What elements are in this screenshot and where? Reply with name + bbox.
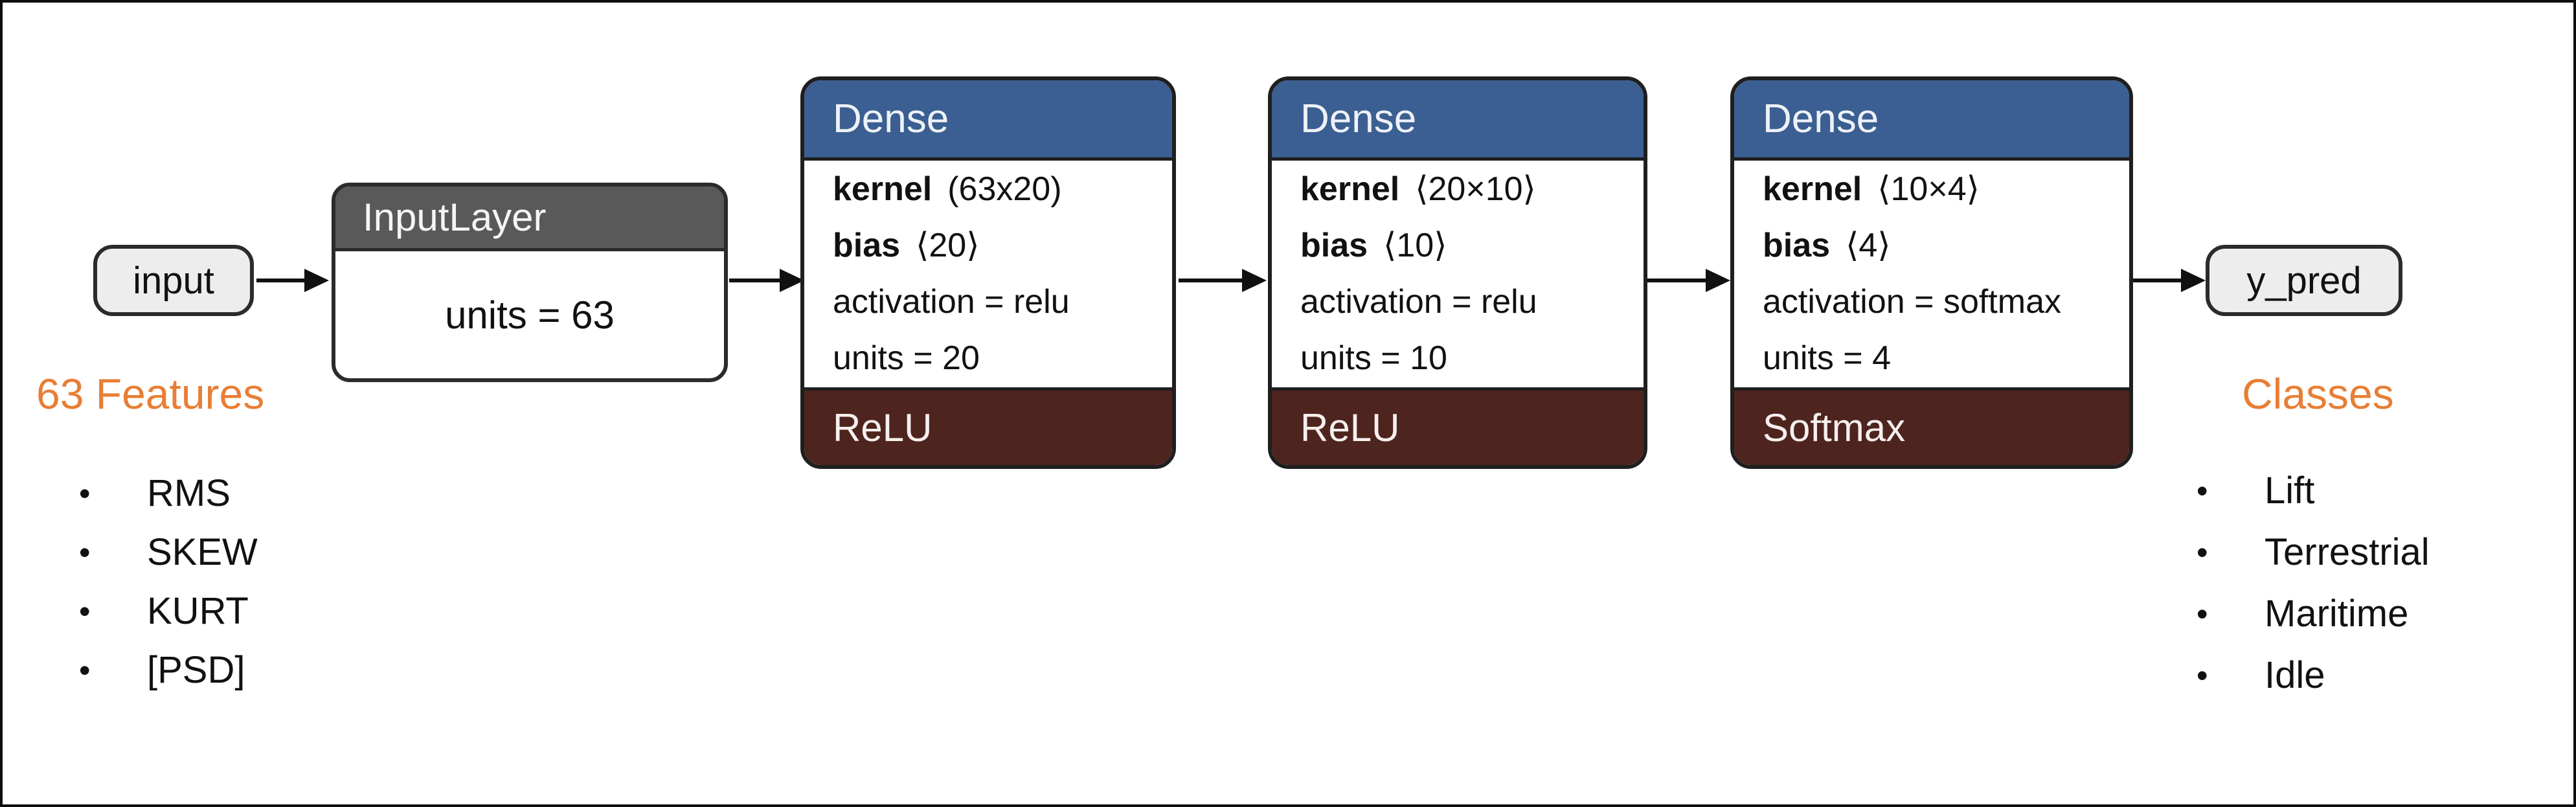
dense-layer-1-header: Dense xyxy=(804,80,1172,161)
param-units: units = 10 xyxy=(1300,339,1447,377)
input-layer-box: InputLayer units = 63 xyxy=(332,183,728,382)
dense-layer-1: Dense kernel (63x20) bias ⟨20⟩ activation … xyxy=(800,76,1176,469)
param-bias: bias⟨10⟩ xyxy=(1300,227,1447,264)
dense-layer-1-body: kernel (63x20) bias ⟨20⟩ activation = relu… xyxy=(804,161,1172,387)
param-activation: activation = softmax xyxy=(1763,283,2061,321)
feature-label: SKEW xyxy=(147,531,258,573)
dense-layer-2: Dense kernel⟨20×10⟩ bias⟨10⟩ activation … xyxy=(1268,76,1647,469)
param-bias-name: bias xyxy=(833,227,901,264)
feature-label: KURT xyxy=(147,590,249,632)
param-kernel: kernel⟨20×10⟩ xyxy=(1300,170,1536,208)
bullet-dot: • xyxy=(2197,472,2208,509)
arrow-dense3-to-ypred xyxy=(2133,278,2182,282)
arrow-input-to-inputlayer xyxy=(256,278,306,282)
input-node: input xyxy=(93,245,254,316)
bullet-dot: • xyxy=(2197,595,2208,632)
bullet-dot: • xyxy=(79,475,91,512)
param-units: units = 20 xyxy=(833,339,980,377)
param-activation: activation = relu xyxy=(833,283,1070,321)
arrow-inputlayer-to-dense1 xyxy=(729,278,781,282)
list-item: • Lift xyxy=(2197,460,2430,521)
bullet-dot: • xyxy=(79,534,91,571)
list-item: • KURT xyxy=(79,582,258,641)
ypred-node: y_pred xyxy=(2206,245,2402,316)
bullet-dot: • xyxy=(2197,534,2208,571)
dense-layer-2-activation: ReLU xyxy=(1272,387,1644,465)
input-layer-header: InputLayer xyxy=(335,187,724,251)
list-item: • Idle xyxy=(2197,644,2430,706)
dense-layer-2-body: kernel⟨20×10⟩ bias⟨10⟩ activation = relu… xyxy=(1272,161,1644,387)
classes-list: • Lift • Terrestrial • Maritime • Idle xyxy=(2197,460,2430,706)
list-item: • SKEW xyxy=(79,523,258,582)
list-item: • Terrestrial xyxy=(2197,521,2430,583)
class-label: Terrestrial xyxy=(2265,531,2430,573)
dense-layer-3-activation: Softmax xyxy=(1734,387,2129,465)
bullet-dot: • xyxy=(79,652,91,688)
input-layer-title: InputLayer xyxy=(363,196,547,239)
class-label: Lift xyxy=(2265,470,2315,512)
param-kernel: kernel⟨10×4⟩ xyxy=(1763,170,1980,208)
bullet-dot: • xyxy=(2197,657,2208,694)
input-layer-body: units = 63 xyxy=(335,251,724,378)
param-kernel-value: (63x20) xyxy=(947,170,1062,208)
param-kernel: kernel (63x20) xyxy=(833,161,1172,218)
classes-title: Classes xyxy=(2242,370,2394,418)
features-title: 63 Features xyxy=(36,370,265,418)
class-label: Idle xyxy=(2265,654,2325,696)
param-activation: activation = relu xyxy=(1300,283,1537,321)
dense-layer-3-body: kernel⟨10×4⟩ bias⟨4⟩ activation = softma… xyxy=(1734,161,2129,387)
param-bias: bias⟨4⟩ xyxy=(1763,227,1891,264)
input-node-label: input xyxy=(133,259,214,302)
list-item: • RMS xyxy=(79,464,258,523)
bullet-dot: • xyxy=(79,593,91,630)
dense-layer-2-header: Dense xyxy=(1272,80,1644,161)
param-bias-value: ⟨20⟩ xyxy=(916,227,980,264)
param-units: units = 4 xyxy=(1763,339,1892,377)
dense-layer-3: Dense kernel⟨10×4⟩ bias⟨4⟩ activation = … xyxy=(1730,76,2133,469)
dense-layer-1-activation: ReLU xyxy=(804,387,1172,465)
feature-label: RMS xyxy=(147,472,231,514)
param-kernel-name: kernel xyxy=(833,170,932,208)
dense-layer-3-header: Dense xyxy=(1734,80,2129,161)
feature-label: [PSD] xyxy=(147,649,245,691)
ypred-node-label: y_pred xyxy=(2246,259,2362,302)
arrow-dense1-to-dense2 xyxy=(1179,278,1243,282)
list-item: • [PSD] xyxy=(79,641,258,699)
param-bias: bias ⟨20⟩ xyxy=(833,218,1172,274)
features-list: • RMS • SKEW • KURT • [PSD] xyxy=(79,464,258,699)
arrow-dense2-to-dense3 xyxy=(1647,278,1707,282)
input-layer-units: units = 63 xyxy=(445,293,615,337)
list-item: • Maritime xyxy=(2197,583,2430,644)
class-label: Maritime xyxy=(2265,593,2409,635)
